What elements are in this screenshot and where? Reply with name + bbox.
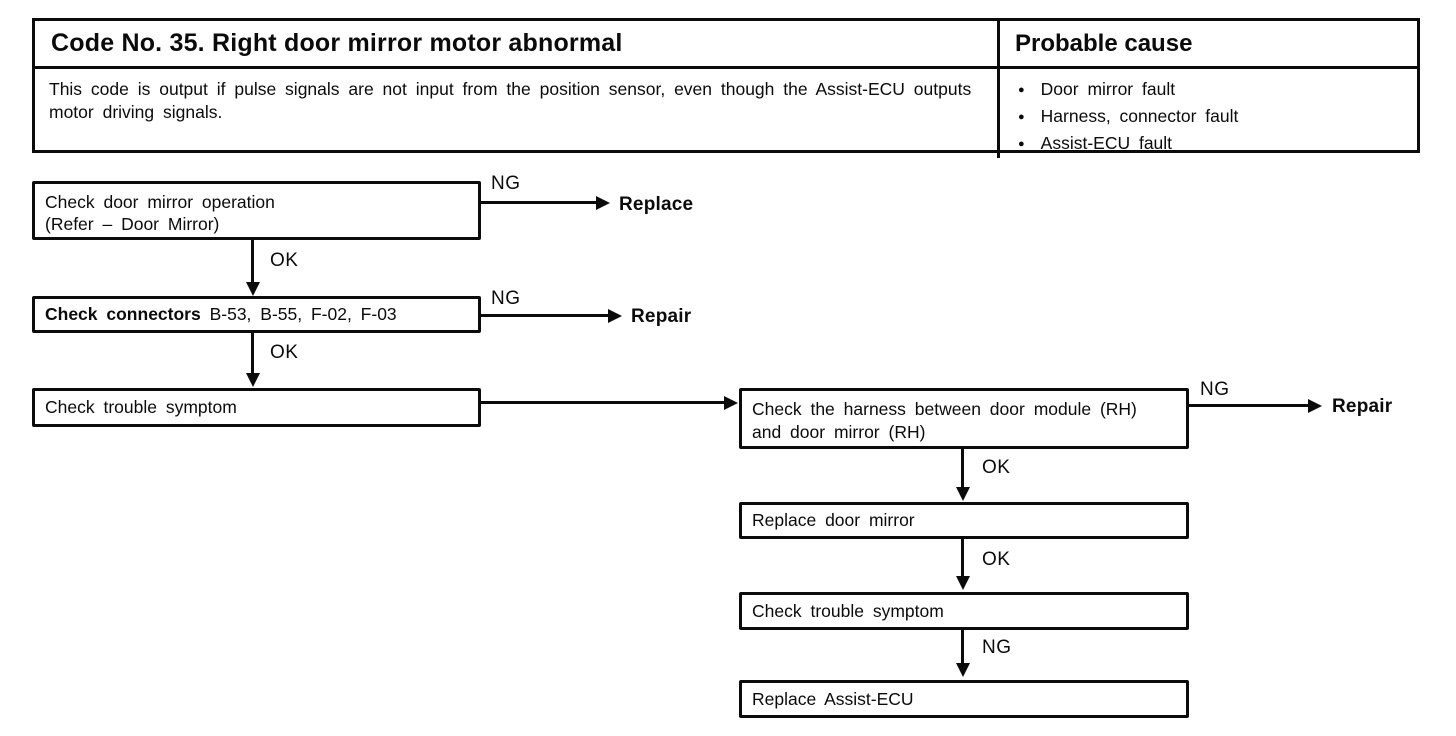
replace-result-label: Replace: [619, 194, 694, 215]
bullet-icon: ●: [1018, 138, 1025, 150]
probable-cause-heading: Probable cause: [1015, 29, 1193, 57]
ng-arrow: [481, 201, 597, 204]
ok-label: OK: [270, 342, 299, 363]
code-description-cell: This code is output if pulse signals are…: [35, 69, 1000, 158]
ok-arrow: [251, 333, 254, 374]
code-spec-table: Code No. 35. Right door mirror motor abn…: [32, 18, 1420, 158]
flow-step-text: Check trouble symptom: [752, 601, 944, 621]
repair-result-label: Repair: [631, 306, 692, 327]
flow-step-text: B-53, B-55, F-02, F-03: [209, 304, 397, 324]
flow-step-replace-door-mirror: Replace door mirror: [739, 502, 1189, 539]
code-title: Code No. 35. Right door mirror motor abn…: [51, 29, 623, 57]
ok-label: OK: [270, 250, 299, 271]
flow-step-text: Check trouble symptom: [45, 397, 237, 417]
flow-step-text: Check door mirror operation: [45, 192, 275, 212]
ok-arrow: [961, 449, 964, 488]
ng-label: NG: [1200, 379, 1230, 400]
connector-arrow: [481, 401, 725, 404]
flow-step-text: Check the harness between door module (R…: [752, 399, 1137, 419]
flow-step-text-bold: Check connectors: [45, 304, 201, 324]
ng-label: NG: [491, 288, 521, 309]
flow-step-text: Replace Assist-ECU: [752, 689, 914, 709]
flow-step-text: and door mirror (RH): [752, 422, 926, 442]
flow-step-text: (Refer – Door Mirror): [45, 214, 220, 234]
ok-label: OK: [982, 457, 1011, 478]
flow-step-check-door-mirror-operation: Check door mirror operation (Refer – Doo…: [32, 181, 481, 240]
ng-arrow: [961, 630, 964, 664]
probable-cause-text: Assist-ECU fault: [1040, 133, 1173, 153]
code-title-cell: Code No. 35. Right door mirror motor abn…: [35, 21, 1000, 69]
code-description: This code is output if pulse signals are…: [49, 79, 972, 122]
repair-result-label: Repair: [1332, 396, 1393, 417]
ng-label: NG: [982, 637, 1012, 658]
probable-cause-text: Harness, connector fault: [1040, 106, 1239, 126]
probable-cause-item: ● Harness, connector fault: [1018, 104, 1407, 131]
flow-step-check-harness: Check the harness between door module (R…: [739, 388, 1189, 449]
ok-label: OK: [982, 549, 1011, 570]
flow-step-replace-assist-ecu: Replace Assist-ECU: [739, 680, 1189, 718]
probable-cause-header-cell: Probable cause: [1000, 21, 1417, 69]
probable-cause-item: ● Door mirror fault: [1018, 77, 1407, 104]
flow-step-check-connectors: Check connectors B-53, B-55, F-02, F-03: [32, 296, 481, 333]
probable-cause-text: Door mirror fault: [1040, 79, 1176, 99]
ng-arrow: [1189, 404, 1309, 407]
flow-step-check-trouble-symptom-1: Check trouble symptom: [32, 388, 481, 427]
flow-step-text: Replace door mirror: [752, 510, 915, 530]
probable-cause-list: ● Door mirror fault ● Harness, connector…: [1000, 69, 1417, 158]
ng-arrow: [481, 314, 609, 317]
bullet-icon: ●: [1018, 84, 1025, 96]
ok-arrow: [961, 539, 964, 577]
bullet-icon: ●: [1018, 111, 1025, 123]
probable-cause-item: ● Assist-ECU fault: [1018, 131, 1407, 158]
flow-step-check-trouble-symptom-2: Check trouble symptom: [739, 592, 1189, 630]
ok-arrow: [251, 240, 254, 283]
ng-label: NG: [491, 173, 521, 194]
